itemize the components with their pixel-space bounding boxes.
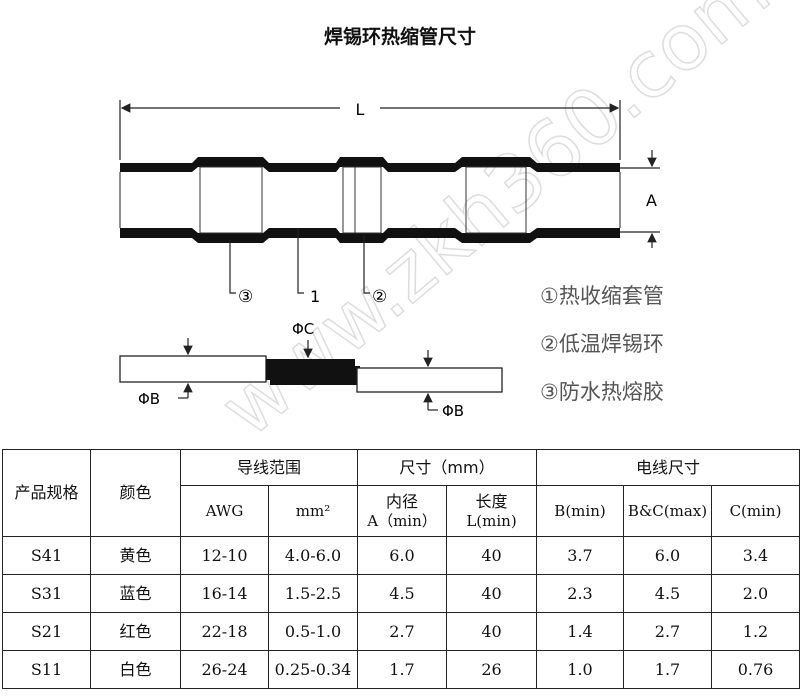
- label-phi-c: ΦC: [292, 320, 314, 338]
- cell-bc: 2.7: [623, 612, 713, 651]
- legend-item-2: ②低温焊锡环: [540, 332, 664, 356]
- inner-dia-label: 内径: [386, 491, 419, 511]
- cell-bc: 1.7: [623, 650, 713, 689]
- heat-shrink-tube: [119, 157, 621, 243]
- cell-c: 3.4: [711, 536, 800, 575]
- cell-color: 红色: [90, 612, 181, 651]
- cell-l: 40: [446, 574, 538, 613]
- cell-b: 2.3: [536, 574, 625, 613]
- header-c-min: C(min): [711, 485, 800, 537]
- cell-c: 2.0: [711, 574, 800, 613]
- header-wire-range: 导线范围: [179, 449, 359, 486]
- cell-awg: 16-14: [180, 574, 269, 613]
- header-wire-size: 电线尺寸: [536, 449, 800, 486]
- cell-spec: S21: [2, 612, 91, 651]
- cell-spec: S31: [2, 574, 91, 613]
- cell-awg: 22-18: [180, 612, 269, 651]
- cell-a: 6.0: [357, 536, 448, 575]
- cell-l: 26: [446, 650, 538, 689]
- callout-lines: [229, 228, 370, 294]
- inner-dia-unit: A（min）: [367, 511, 437, 530]
- cell-awg: 26-24: [180, 650, 269, 689]
- cell-b: 1.0: [536, 650, 625, 689]
- cell-a: 2.7: [357, 612, 448, 651]
- cell-a: 1.7: [357, 650, 448, 689]
- cell-spec: S11: [2, 650, 91, 689]
- label-A: A: [646, 191, 657, 210]
- label-phi-b-right: ΦB: [442, 402, 464, 420]
- callout-1: 1: [310, 287, 320, 306]
- dimension-L: [119, 100, 621, 160]
- header-b-min: B(min): [536, 485, 625, 537]
- cell-mm2: 0.25-0.34: [267, 650, 359, 689]
- page-title: 焊锡环热缩管尺寸: [323, 26, 476, 48]
- header-size: 尺寸（mm）: [357, 449, 538, 486]
- cell-color: 黄色: [90, 536, 181, 575]
- cell-b: 3.7: [536, 536, 625, 575]
- legend-item-3: ③防水热熔胶: [540, 380, 664, 404]
- cell-mm2: 4.0-6.0: [267, 536, 359, 575]
- wire-joint-diagram: [119, 338, 503, 411]
- cell-color: 蓝色: [90, 574, 181, 613]
- dimension-A: [620, 150, 660, 248]
- label-phi-b-left: ΦB: [138, 390, 160, 408]
- header-mm2: mm²: [267, 485, 359, 537]
- cell-b: 1.4: [536, 612, 625, 651]
- tube-diagram: www.zkh360.com L A: [119, 0, 788, 440]
- cell-bc: 4.5: [623, 574, 713, 613]
- cell-l: 40: [446, 612, 538, 651]
- length-unit: L(min): [466, 511, 517, 530]
- cell-color: 白色: [90, 650, 181, 689]
- cell-awg: 12-10: [180, 536, 269, 575]
- header-awg: AWG: [180, 485, 269, 537]
- header-color: 颜色: [90, 449, 181, 537]
- length-label: 长度: [475, 491, 508, 511]
- header-spec: 产品规格: [2, 449, 91, 537]
- label-L: L: [356, 100, 365, 119]
- cell-mm2: 1.5-2.5: [267, 574, 359, 613]
- cell-bc: 6.0: [623, 536, 713, 575]
- cell-mm2: 0.5-1.0: [267, 612, 359, 651]
- cell-spec: S41: [2, 536, 91, 575]
- header-bc-max: B&C(max): [623, 485, 713, 537]
- callout-2: ②: [372, 287, 387, 307]
- cell-a: 4.5: [357, 574, 448, 613]
- cell-l: 40: [446, 536, 538, 575]
- legend-item-1: ①热收缩套管: [540, 284, 664, 308]
- callout-3: ③: [238, 287, 253, 307]
- cell-c: 0.76: [711, 650, 800, 689]
- cell-c: 1.2: [711, 612, 800, 651]
